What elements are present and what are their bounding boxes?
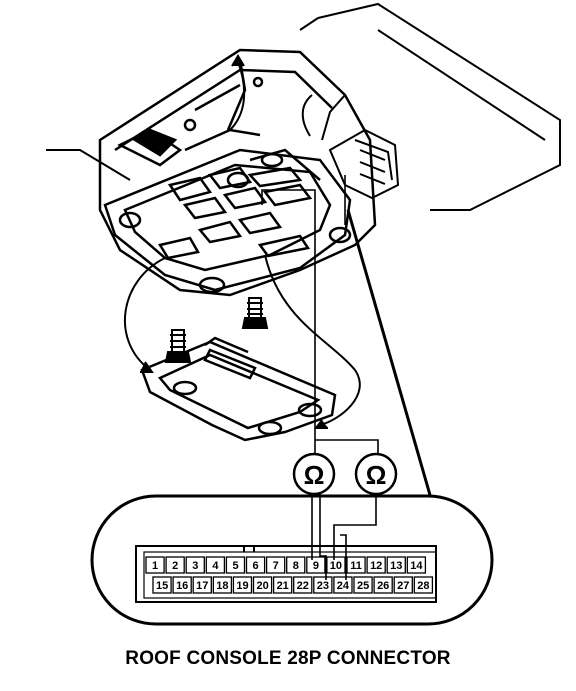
ohmmeter-left-symbol: Ω — [304, 460, 325, 490]
pin-cell — [225, 556, 246, 574]
pin-number: 22 — [297, 580, 309, 592]
connector-pin-row-bottom: 15 16 17 18 19 20 21 22 23 24 25 26 27 28 — [152, 576, 434, 594]
pin-number: 14 — [410, 560, 423, 572]
pin-cell — [326, 556, 346, 574]
roof-console-housing — [98, 48, 377, 297]
pin-number: 10 — [330, 560, 342, 572]
ohmmeter-right-symbol: Ω — [366, 460, 387, 490]
pin-number: 19 — [236, 580, 248, 592]
test-leads — [261, 175, 432, 496]
pin-cell — [306, 556, 326, 574]
pin-cell — [245, 556, 266, 574]
pin-number: 2 — [172, 560, 178, 572]
pin-number: 12 — [370, 560, 382, 572]
pin-cell — [353, 576, 373, 594]
pin-cell — [366, 556, 386, 574]
headliner-panel — [46, 2, 561, 211]
pin-cell — [145, 556, 165, 574]
pin-cell — [313, 576, 333, 594]
pin-number: 21 — [277, 580, 289, 592]
pin-number: 27 — [397, 580, 409, 592]
pin-number: 17 — [196, 580, 208, 592]
probe-leads — [311, 494, 377, 580]
pin-cell — [333, 576, 353, 594]
pin-number: 13 — [390, 560, 402, 572]
pin-cell — [293, 576, 313, 594]
pin-number: 15 — [156, 580, 168, 592]
pin-cell — [165, 556, 185, 574]
pin-cell — [252, 576, 273, 594]
harness-connector-plug — [301, 94, 400, 200]
console-lens-cover — [140, 336, 337, 442]
pin-cell — [172, 576, 192, 594]
pin-cell — [406, 556, 427, 574]
pin-number: 24 — [337, 580, 350, 592]
pin-cell — [212, 576, 233, 594]
ohmmeter-left: Ω — [292, 452, 336, 496]
pin-number: 3 — [192, 560, 198, 572]
pin-number: 8 — [293, 560, 299, 572]
pin-cell — [272, 576, 293, 594]
screw-right — [241, 297, 269, 329]
ohmmeter-right: Ω — [354, 452, 398, 496]
pin-number: 28 — [417, 580, 429, 592]
assembly-arrows — [124, 54, 361, 429]
connector-caption: ROOF CONSOLE 28P CONNECTOR — [125, 648, 451, 669]
mounting-screws — [164, 297, 269, 363]
pin-cell — [346, 556, 366, 574]
screw-left — [164, 329, 192, 363]
pin-number: 20 — [256, 580, 268, 592]
pin-cell — [185, 556, 205, 574]
pin-cell — [373, 576, 393, 594]
pin-cell — [386, 556, 406, 574]
pin-number: 9 — [313, 560, 319, 572]
pin-cell — [286, 556, 306, 574]
pin-number: 1 — [152, 560, 158, 572]
pin-cell — [192, 576, 212, 594]
pin-number: 16 — [176, 580, 188, 592]
console-lamp-tray — [103, 148, 352, 294]
pin-number: 23 — [317, 580, 329, 592]
pin-number: 18 — [216, 580, 228, 592]
pin-number: 7 — [273, 560, 279, 572]
pin-cell — [205, 556, 226, 574]
pin-number: 11 — [350, 560, 362, 572]
pin-cell — [152, 576, 172, 594]
pin-cell — [232, 576, 253, 594]
pin-number: 4 — [212, 560, 219, 572]
pin-number: 25 — [357, 580, 369, 592]
pin-cell — [393, 576, 413, 594]
pin-number: 5 — [232, 560, 238, 572]
pin-cell — [413, 576, 434, 594]
pin-cell — [265, 556, 286, 574]
pin-number: 26 — [377, 580, 389, 592]
pin-number: 6 — [253, 560, 259, 572]
